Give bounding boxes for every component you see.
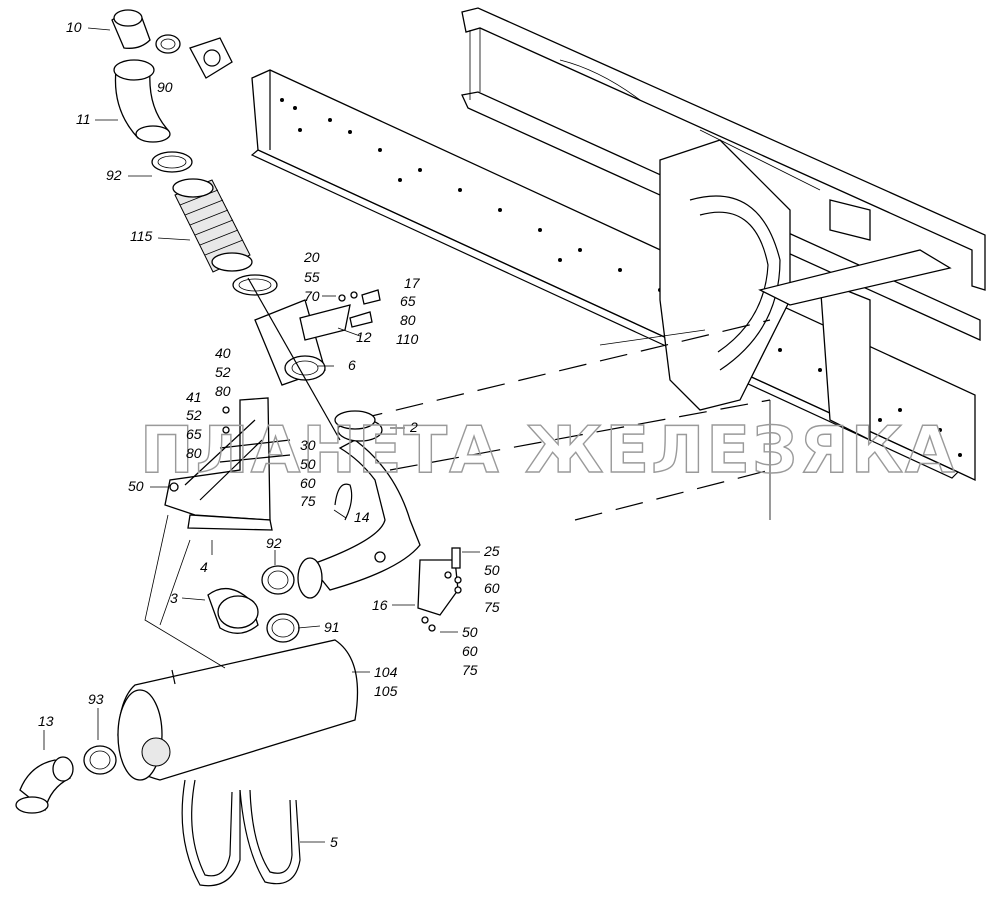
u-bolt-14 — [334, 483, 353, 521]
label-52-lower: 52 — [186, 407, 202, 423]
label-55: 55 — [304, 269, 320, 285]
label-91: 91 — [324, 619, 340, 635]
alignment-lines — [354, 319, 771, 521]
label-52-upper: 52 — [215, 364, 231, 380]
watermark-text: ПЛАНЕТА ЖЕЛЕЗЯКА — [140, 414, 957, 488]
label-75-mid: 75 — [300, 493, 316, 509]
label-25: 25 — [483, 543, 500, 559]
label-5: 5 — [330, 834, 338, 850]
bolt-25 — [421, 547, 462, 632]
label-90: 90 — [157, 79, 173, 95]
label-2: 2 — [409, 419, 418, 435]
straps-5 — [181, 779, 301, 887]
label-11: 11 — [76, 111, 91, 127]
label-80-mid: 80 — [215, 383, 231, 399]
clamp-91 — [266, 613, 300, 643]
label-105: 105 — [374, 683, 398, 699]
label-10: 10 — [66, 19, 82, 35]
label-115: 115 — [130, 228, 153, 244]
label-4: 4 — [200, 559, 208, 575]
label-60-right-lower: 60 — [462, 643, 478, 659]
label-13: 13 — [38, 713, 54, 729]
label-92-lower: 92 — [266, 535, 282, 551]
label-50-mid: 50 — [300, 456, 316, 472]
part-labels: 10 90 11 92 115 20 55 70 17 65 80 12 110… — [38, 19, 500, 850]
label-104: 104 — [374, 664, 398, 680]
bolts-30 — [219, 439, 291, 463]
label-14: 14 — [354, 509, 370, 525]
rail-holes — [280, 98, 962, 457]
flywheel-housing — [659, 139, 791, 411]
label-50-right-lower: 50 — [462, 624, 478, 640]
clamp-92-lower — [261, 565, 295, 595]
label-16: 16 — [372, 597, 388, 613]
label-70: 70 — [304, 288, 320, 304]
label-60-mid: 60 — [300, 475, 316, 491]
label-92-upper: 92 — [106, 167, 122, 183]
brake-valve-6 — [254, 299, 351, 386]
label-6: 6 — [348, 357, 356, 373]
label-40: 40 — [215, 345, 231, 361]
label-12: 12 — [356, 329, 372, 345]
clamp-upper-pipe2 — [334, 410, 376, 430]
elbow-10 — [111, 9, 151, 49]
pipe-3 — [207, 588, 259, 634]
flange-plate — [189, 37, 233, 79]
bracket-4 — [164, 397, 273, 531]
clamp-93 — [83, 745, 117, 775]
clamp-92-upper — [151, 151, 193, 173]
flex-hose-115 — [172, 178, 253, 273]
fasteners-20-55-70 — [338, 289, 381, 328]
label-20: 20 — [303, 249, 320, 265]
label-17: 17 — [404, 275, 421, 291]
label-110: 110 — [396, 331, 419, 347]
elbow-13 — [15, 756, 74, 814]
label-65-lower: 65 — [186, 426, 202, 442]
clamp-upper-2 — [232, 274, 278, 296]
label-75-right-upper: 75 — [484, 599, 500, 615]
label-3: 3 — [170, 590, 178, 606]
leader-lines — [43, 27, 480, 843]
connector-line-main — [247, 277, 341, 441]
label-60-right-upper: 60 — [484, 580, 500, 596]
muffler-104-105 — [117, 639, 359, 781]
label-75-right-lower: 75 — [462, 662, 478, 678]
bracket-16 — [374, 551, 459, 616]
label-41: 41 — [186, 389, 202, 405]
label-80-upper: 80 — [400, 312, 416, 328]
label-50-right-upper: 50 — [484, 562, 500, 578]
label-50-left: 50 — [128, 478, 144, 494]
label-65-upper: 65 — [400, 293, 416, 309]
label-30: 30 — [300, 437, 316, 453]
label-93: 93 — [88, 691, 104, 707]
clamp-90 — [155, 34, 181, 54]
cross-member — [758, 199, 952, 442]
label-80-lower: 80 — [186, 445, 202, 461]
support-lines — [144, 514, 226, 669]
pipe-11 — [113, 59, 171, 143]
